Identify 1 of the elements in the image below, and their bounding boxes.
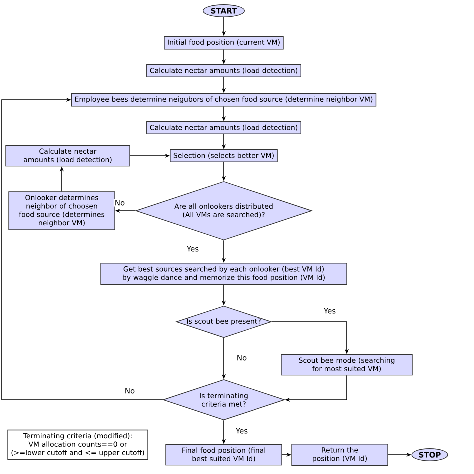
arrow [2,98,164,400]
